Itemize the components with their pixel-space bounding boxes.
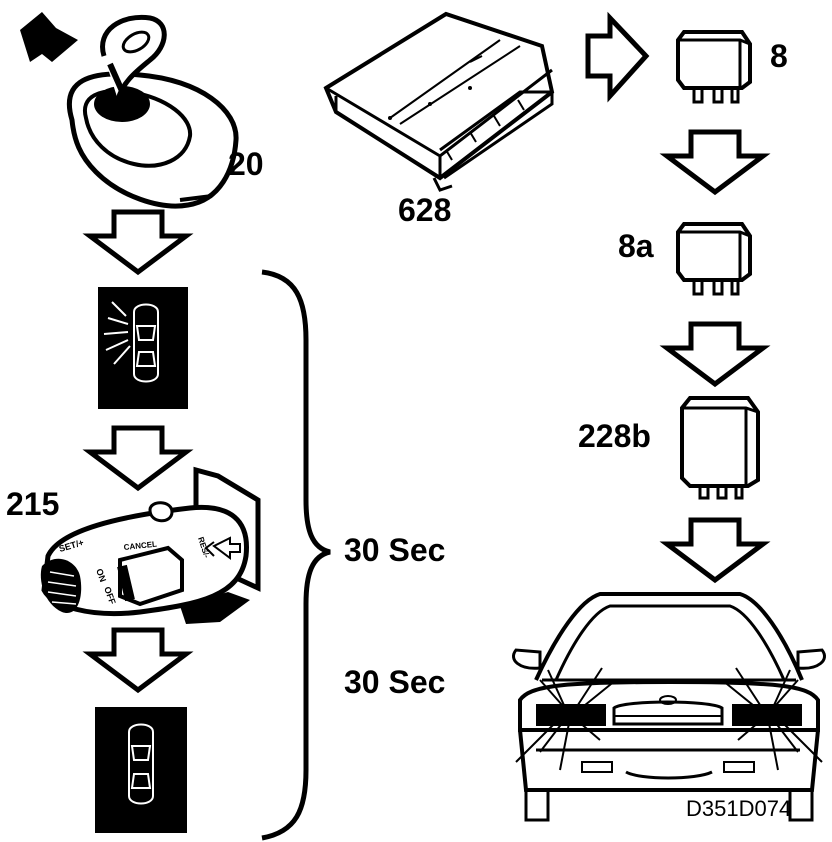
alarm-indicator-flashing <box>98 287 188 409</box>
ignition-key-label: 20 <box>228 146 264 182</box>
on-label: ON <box>94 567 108 583</box>
relay-8-label: 8 <box>770 38 788 74</box>
timer-first-label: 30 Sec <box>344 532 446 568</box>
flow-arrow-icon <box>667 132 763 192</box>
relay-8a-label: 8a <box>618 228 654 264</box>
relay-228b-icon <box>680 396 760 500</box>
car-front-icon <box>512 592 826 822</box>
flow-arrow-icon <box>667 324 763 384</box>
cancel-label: CANCEL <box>123 540 157 552</box>
relay-8a-icon <box>676 222 752 296</box>
flow-arrow-icon <box>90 212 186 272</box>
flow-arrow-icon <box>90 428 186 488</box>
alarm-indicator-steady <box>95 707 187 833</box>
flow-arrow-icon <box>90 630 186 690</box>
timer-second-label: 30 Sec <box>344 664 446 700</box>
right-arrow-icon <box>585 11 650 103</box>
control-module-label: 628 <box>398 192 452 228</box>
switch-215-label: 215 <box>6 486 60 522</box>
relay-8-icon <box>676 30 752 104</box>
timing-brace <box>261 269 331 841</box>
control-module-icon <box>323 11 555 192</box>
ignition-key-icon <box>20 12 239 209</box>
flow-arrow-icon <box>667 520 763 580</box>
relay-228b-label: 228b <box>578 418 651 454</box>
cruise-control-switch-icon: SET/+ ON OFF CANCEL RES/- <box>40 466 261 624</box>
figure-code: D351D074 <box>686 796 792 821</box>
